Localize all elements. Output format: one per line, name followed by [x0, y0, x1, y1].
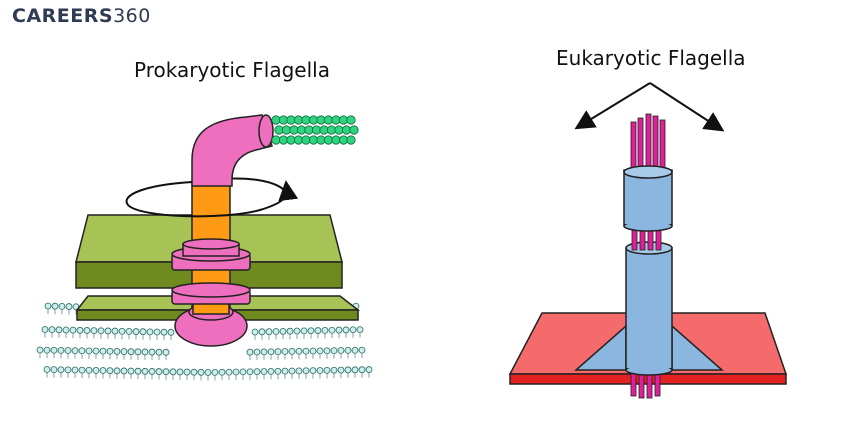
prokaryotic-flagellum [36, 114, 373, 381]
prokaryotic-flagella-title: Prokaryotic Flagella [134, 58, 330, 82]
hook [191, 114, 273, 187]
eukaryotic-flagellum [508, 82, 788, 399]
basal-body-cylinder [625, 241, 673, 376]
filament [271, 115, 359, 145]
axoneme-top [623, 165, 673, 179]
rotation-arrow [125, 180, 299, 218]
motor-rings [171, 238, 251, 347]
direction-arrow-left [574, 82, 651, 130]
axoneme-cylinder [623, 169, 673, 232]
eukaryotic-flagella-title: Eukaryotic Flagella [556, 46, 746, 70]
logo-brand: CAREERS [12, 5, 114, 27]
careers360-logo: CAREERS360 [12, 5, 151, 27]
logo-number: 360 [113, 5, 151, 27]
direction-arrow-right [649, 82, 725, 132]
microtubules-top [630, 113, 666, 175]
